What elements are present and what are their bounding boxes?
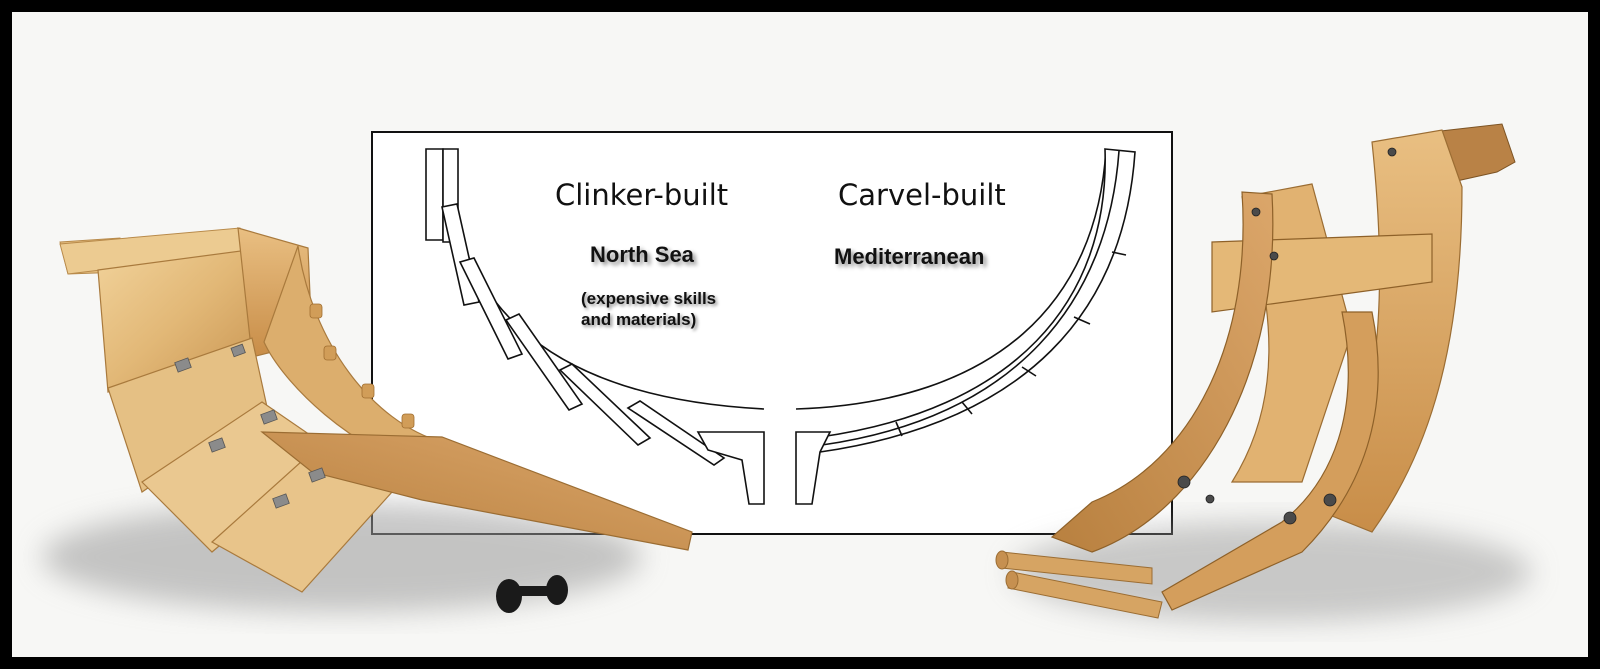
wood-frame	[1161, 311, 1379, 611]
carvel-hull-section	[795, 148, 1136, 505]
mediterranean-label: Mediterranean	[834, 244, 985, 269]
figure-artwork	[42, 123, 1532, 622]
clinker-plank	[458, 257, 524, 360]
clinker-plank	[626, 400, 726, 466]
carvel-seam	[895, 421, 903, 437]
clamp-icon	[496, 575, 568, 613]
carvel-seam	[1111, 251, 1127, 256]
carvel-inner-line	[795, 148, 1107, 410]
carvel-built-title: Carvel-built	[838, 178, 1006, 212]
hull-construction-figure: Clinker-built North Sea (expensive skill…	[12, 12, 1588, 657]
clinker-hull-section	[425, 148, 765, 505]
model-shadow	[1012, 522, 1532, 622]
wood-frame	[1050, 191, 1274, 553]
carvel-wood-model	[995, 123, 1532, 622]
carvel-seam	[1021, 366, 1037, 377]
clinker-wood-model	[42, 227, 693, 613]
wood-rods	[995, 550, 1163, 619]
carvel-seam	[961, 401, 973, 415]
clinker-plank	[504, 312, 584, 412]
clinker-note-line-2: and materials)	[581, 310, 697, 329]
north-sea-label: North Sea	[590, 242, 694, 267]
wood-pegs	[309, 303, 415, 429]
wood-bolts	[1177, 147, 1397, 525]
wood-fasteners	[174, 343, 326, 509]
wood-planking	[1321, 129, 1463, 533]
clinker-plank	[425, 148, 444, 241]
carvel-plank-seam	[821, 150, 1120, 446]
clinker-plank	[558, 363, 652, 446]
carvel-seam	[1073, 316, 1091, 325]
clinker-built-title: Clinker-built	[555, 178, 729, 212]
clinker-keel	[696, 431, 765, 505]
carvel-keel	[795, 431, 832, 505]
clinker-note-line-1: (expensive skills	[581, 289, 717, 308]
